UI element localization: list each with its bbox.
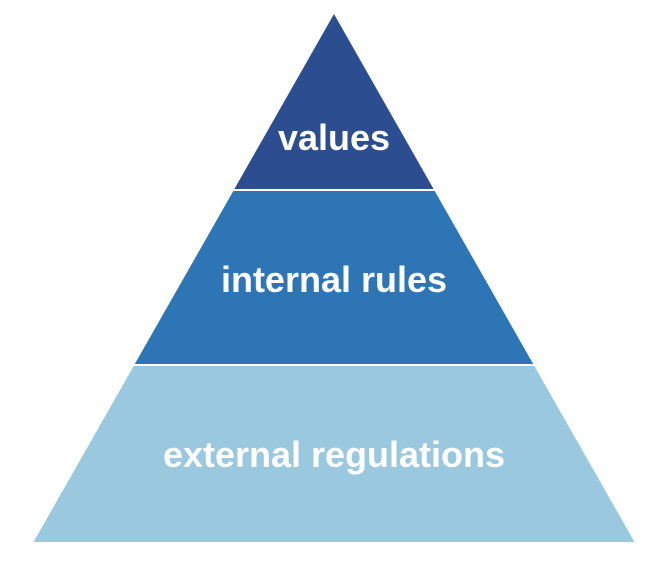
pyramid-label-external-regulations: external regulations <box>163 434 505 475</box>
pyramid-layer-external-regulations <box>33 366 635 542</box>
pyramid-label-internal-rules: internal rules <box>221 259 447 300</box>
pyramid-layer-internal-rules <box>134 191 534 364</box>
pyramid-layer-values <box>234 14 434 189</box>
pyramid-label-values: values <box>278 117 390 158</box>
